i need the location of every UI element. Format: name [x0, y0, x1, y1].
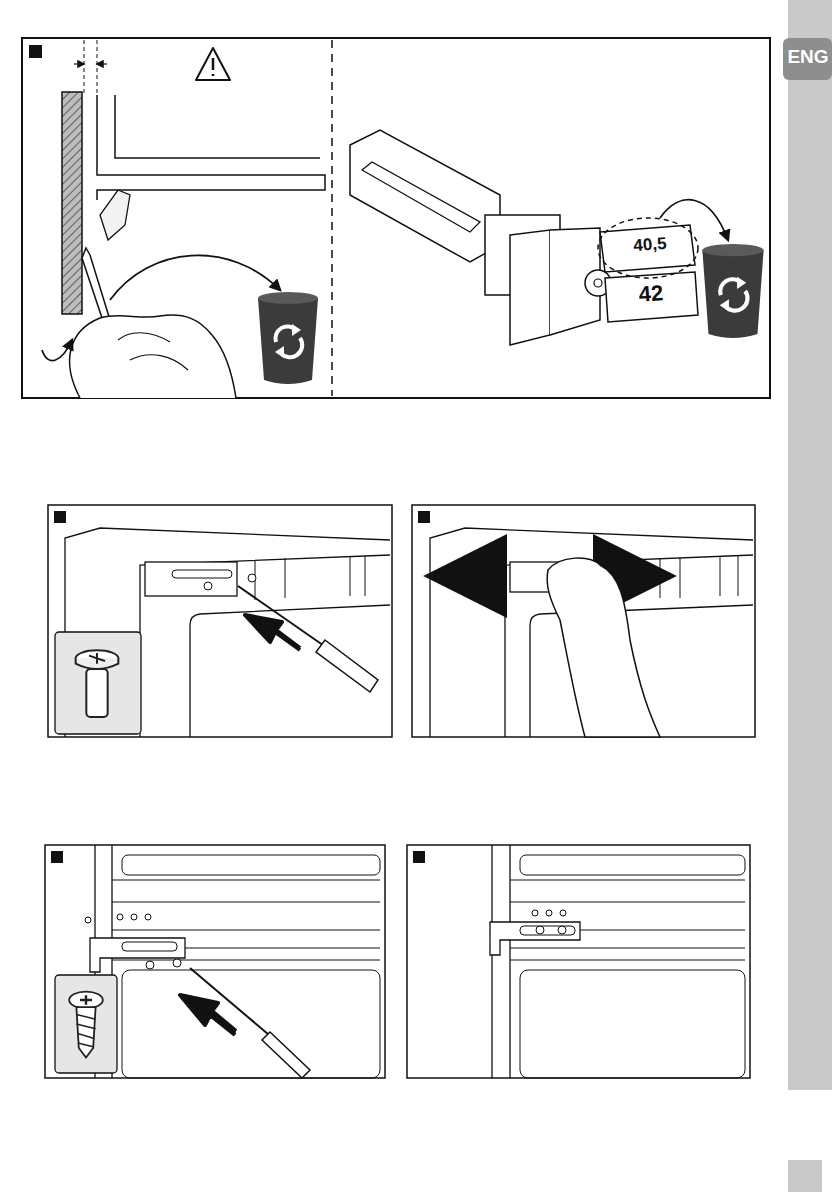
- page-number-box: [788, 1160, 822, 1192]
- screwdriver-shaft: [238, 586, 330, 650]
- recycle-bin: [702, 244, 763, 338]
- screw-head: [173, 959, 181, 967]
- spacer-tab: [600, 225, 695, 272]
- bracket-pivot-hole: [594, 279, 602, 287]
- step-marker: [51, 851, 63, 863]
- screwdriver-handle: [316, 640, 378, 692]
- cabinet-outline: [430, 528, 753, 737]
- door-outline: [190, 605, 390, 737]
- step-frame: [48, 505, 392, 737]
- bracket-slot: [122, 942, 177, 951]
- discard-arrow: [660, 200, 728, 240]
- cabinet-side: [492, 845, 510, 1078]
- cabinet-top: [140, 555, 390, 737]
- discard-arrow: [110, 255, 280, 300]
- spacer-holder: [100, 190, 130, 240]
- hand: [547, 558, 660, 737]
- screw-head: [558, 926, 566, 934]
- door-panel: [122, 855, 380, 875]
- screw-inset: [55, 975, 117, 1073]
- step-frame: [22, 38, 770, 398]
- gap-arrow: [74, 63, 84, 64]
- push-arrow: [245, 615, 300, 650]
- gap-guide: [97, 40, 98, 95]
- mount-hole: [145, 914, 151, 920]
- gap-guide: [84, 40, 85, 95]
- screw-inset: [55, 632, 141, 734]
- wall-section: [62, 92, 82, 314]
- door-edge: [112, 880, 380, 930]
- gap-arrow: [97, 63, 107, 64]
- screw-head: [248, 574, 256, 582]
- mount-hole: [85, 917, 91, 923]
- panel-divider: [331, 40, 333, 396]
- mount-hole: [532, 910, 538, 916]
- bracket-slot: [520, 926, 575, 935]
- slide-arrow: [440, 570, 495, 582]
- door-bracket: [90, 938, 185, 972]
- door-panel: [122, 970, 380, 1078]
- language-tab: [783, 38, 832, 80]
- bracket-rail: [350, 130, 500, 262]
- bracket-slot: [172, 570, 232, 578]
- motion-arrow: [42, 340, 72, 361]
- step-frame: [412, 505, 755, 737]
- mount-hole: [131, 914, 137, 920]
- spacer: [82, 248, 110, 324]
- spacer-size-label: 42: [625, 280, 677, 308]
- cabinet-rib: [255, 556, 365, 600]
- warning-triangle: [196, 48, 230, 80]
- step-marker: [54, 511, 66, 523]
- door-panel: [520, 970, 745, 1078]
- step-marker: [29, 45, 42, 58]
- slide-bracket: [145, 562, 237, 596]
- highlight-ring: [598, 218, 698, 278]
- step-marker: [418, 511, 430, 523]
- bracket-plate: [510, 230, 550, 345]
- bracket-slot: [362, 162, 480, 232]
- door-panel: [520, 855, 745, 875]
- cabinet-edge: [97, 95, 325, 200]
- fridge-body: [115, 95, 320, 158]
- push-arrow: [180, 995, 236, 1035]
- screw-head: [146, 961, 154, 969]
- screw-head: [536, 926, 544, 934]
- screw-head: [204, 582, 212, 590]
- slide-arrow: [612, 570, 660, 582]
- screw-icon: [76, 650, 119, 717]
- door-edge: [510, 880, 745, 960]
- step-frame: [407, 845, 750, 1078]
- mount-hole: [546, 910, 552, 916]
- warning-mark: [212, 58, 215, 76]
- cabinet-rib: [660, 556, 738, 598]
- step-frame: [45, 845, 385, 1078]
- cabinet-top: [505, 555, 753, 737]
- recycle-bin: [258, 292, 318, 384]
- side-bar: [788, 0, 832, 1090]
- mount-hole: [560, 910, 566, 916]
- screw-icon: [69, 992, 103, 1058]
- step-marker: [413, 851, 425, 863]
- hand-fingers: [118, 333, 188, 370]
- hand: [70, 315, 236, 398]
- mount-hole: [117, 914, 123, 920]
- screwdriver-handle: [262, 1032, 310, 1078]
- spacer-tab: [605, 272, 698, 322]
- language-tab-label: ENG: [784, 47, 832, 68]
- door-bracket: [490, 922, 580, 955]
